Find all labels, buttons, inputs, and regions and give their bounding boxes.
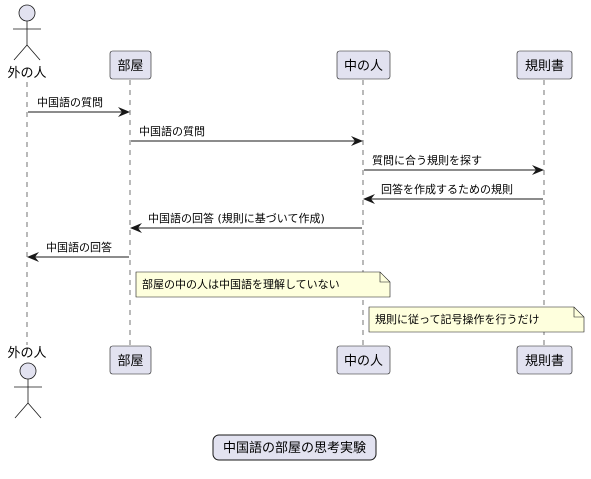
actor-label-outsider-top: 外の人 bbox=[7, 66, 46, 81]
message-6: 中国語の回答 bbox=[27, 240, 129, 262]
message-1: 中国語の質問 bbox=[28, 95, 130, 117]
note-2: 規則に従って記号操作を行うだけ bbox=[368, 306, 585, 333]
participant-insider-top: 中の人 bbox=[336, 50, 391, 80]
participant-rulebook-top: 規則書 bbox=[516, 50, 573, 80]
message-3: 質問に合う規則を探す bbox=[364, 153, 544, 175]
actor-leg-left bbox=[13, 44, 28, 61]
actor-leg-right bbox=[27, 402, 42, 419]
actor-leg-left bbox=[14, 402, 29, 419]
message-2: 中国語の質問 bbox=[131, 124, 363, 146]
arrowhead-icon bbox=[351, 136, 363, 146]
lifelines bbox=[26, 80, 545, 348]
message-label: 中国語の回答 bbox=[46, 240, 112, 254]
actor-outsider-bottom: 外の人 bbox=[7, 346, 47, 419]
actor-outsider-top: 外の人 bbox=[7, 4, 47, 81]
arrowhead-icon bbox=[27, 252, 39, 262]
arrowhead-icon bbox=[363, 194, 375, 204]
participants-bottom: 外の人 部屋 中の人 規則書 bbox=[7, 345, 573, 419]
actor-label-outsider-bottom: 外の人 bbox=[7, 346, 46, 361]
message-4: 回答を作成するための規則 bbox=[363, 182, 543, 204]
actor-head-icon bbox=[19, 362, 37, 380]
message-label: 中国語の質問 bbox=[139, 124, 205, 138]
participants-top: 外の人 部屋 中の人 規則書 bbox=[7, 4, 573, 81]
messages: 中国語の質問 中国語の質問 質問に合う規則を探す 回答を作成するための規則 中国… bbox=[27, 95, 544, 262]
actor-leg-right bbox=[26, 44, 41, 61]
note-label: 規則に従って記号操作を行うだけ bbox=[375, 312, 539, 326]
participant-label-insider-top: 中の人 bbox=[344, 59, 383, 74]
message-label: 質問に合う規則を探す bbox=[372, 153, 482, 167]
message-label: 中国語の質問 bbox=[37, 95, 103, 109]
participant-label-rulebook-top: 規則書 bbox=[525, 59, 564, 74]
message-label: 中国語の回答 (規則に基づいて作成) bbox=[148, 211, 325, 225]
participant-label-room-bottom: 部屋 bbox=[117, 354, 143, 369]
arrowhead-icon bbox=[130, 223, 142, 233]
participant-label-insider-bottom: 中の人 bbox=[344, 354, 383, 369]
diagram-title-label: 中国語の部屋の思考実験 bbox=[223, 440, 366, 456]
participant-rulebook-bottom: 規則書 bbox=[516, 345, 573, 375]
diagram-title: 中国語の部屋の思考実験 bbox=[212, 434, 377, 461]
arrowhead-icon bbox=[532, 165, 544, 175]
notes: 部屋の中の人は中国語を理解していない 規則に従って記号操作を行うだけ bbox=[135, 271, 585, 333]
participant-insider-bottom: 中の人 bbox=[336, 345, 391, 375]
participant-room-bottom: 部屋 bbox=[109, 345, 152, 375]
participant-room-top: 部屋 bbox=[109, 50, 152, 80]
note-1: 部屋の中の人は中国語を理解していない bbox=[135, 271, 391, 298]
actor-head-icon bbox=[18, 4, 36, 22]
participant-label-rulebook-bottom: 規則書 bbox=[525, 354, 564, 369]
message-5: 中国語の回答 (規則に基づいて作成) bbox=[130, 211, 362, 233]
message-label: 回答を作成するための規則 bbox=[381, 182, 513, 196]
note-label: 部屋の中の人は中国語を理解していない bbox=[142, 277, 340, 291]
arrowhead-icon bbox=[118, 107, 130, 117]
participant-label-room-top: 部屋 bbox=[117, 59, 143, 74]
